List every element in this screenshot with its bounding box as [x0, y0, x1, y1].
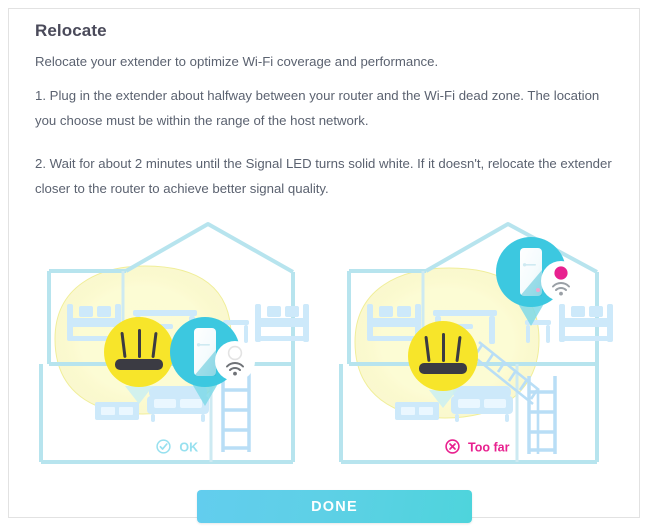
ladder-ok [221, 372, 251, 452]
done-button[interactable]: DONE [197, 490, 472, 523]
illustration-too-far [327, 214, 627, 464]
extender-status-badge-too-far [541, 261, 581, 301]
check-circle-icon [156, 439, 171, 457]
step-2-text: 2. Wait for about 2 minutes until the Si… [35, 156, 612, 196]
furniture-sofa [147, 386, 209, 422]
extender-marker-ok [170, 317, 255, 406]
extender-marker-too-far [496, 237, 581, 326]
furniture-sofa-tf [451, 386, 513, 422]
router-icon-ok [115, 329, 163, 370]
illustration-row [9, 214, 641, 464]
extender-brand-mark-too-far [522, 263, 536, 267]
wifi-icon-ok [226, 362, 244, 376]
extender-brand-mark-ok [196, 343, 210, 347]
house-diagram-too-far [339, 222, 613, 464]
ladder-too-far [527, 376, 557, 454]
illustration-ok [27, 214, 327, 464]
furniture-bed-upper-right [255, 304, 309, 342]
status-badge-too-far: Too far [327, 439, 627, 457]
furniture-tv-cabinet-tf [395, 402, 439, 420]
relocate-card: Relocate Relocate your extender to optim… [8, 8, 641, 523]
signal-led-icon-too-far [554, 266, 568, 280]
x-circle-icon [444, 439, 460, 457]
house-outline-too-far [339, 222, 599, 464]
step-1-text: 1. Plug in the extender about halfway be… [35, 88, 600, 128]
signal-led-icon-ok [227, 345, 243, 361]
house-diagram-ok [39, 222, 309, 464]
intro-text: Relocate your extender to optimize Wi-Fi… [35, 54, 439, 69]
wifi-icon-too-far [552, 282, 570, 296]
router-marker-ok [104, 317, 174, 404]
router-marker-too-far [408, 321, 478, 408]
house-outline-ok [39, 222, 295, 464]
furniture-bed-upper-right-tf [559, 304, 613, 342]
extender-status-badge-ok [215, 341, 255, 381]
status-label-too-far-text: Too far [468, 440, 510, 455]
page-title: Relocate [35, 21, 107, 40]
status-badge-ok: OK [27, 439, 327, 457]
status-label-ok-text: OK [179, 440, 199, 455]
furniture-tv-cabinet [95, 402, 139, 420]
router-icon-too-far [419, 333, 467, 374]
